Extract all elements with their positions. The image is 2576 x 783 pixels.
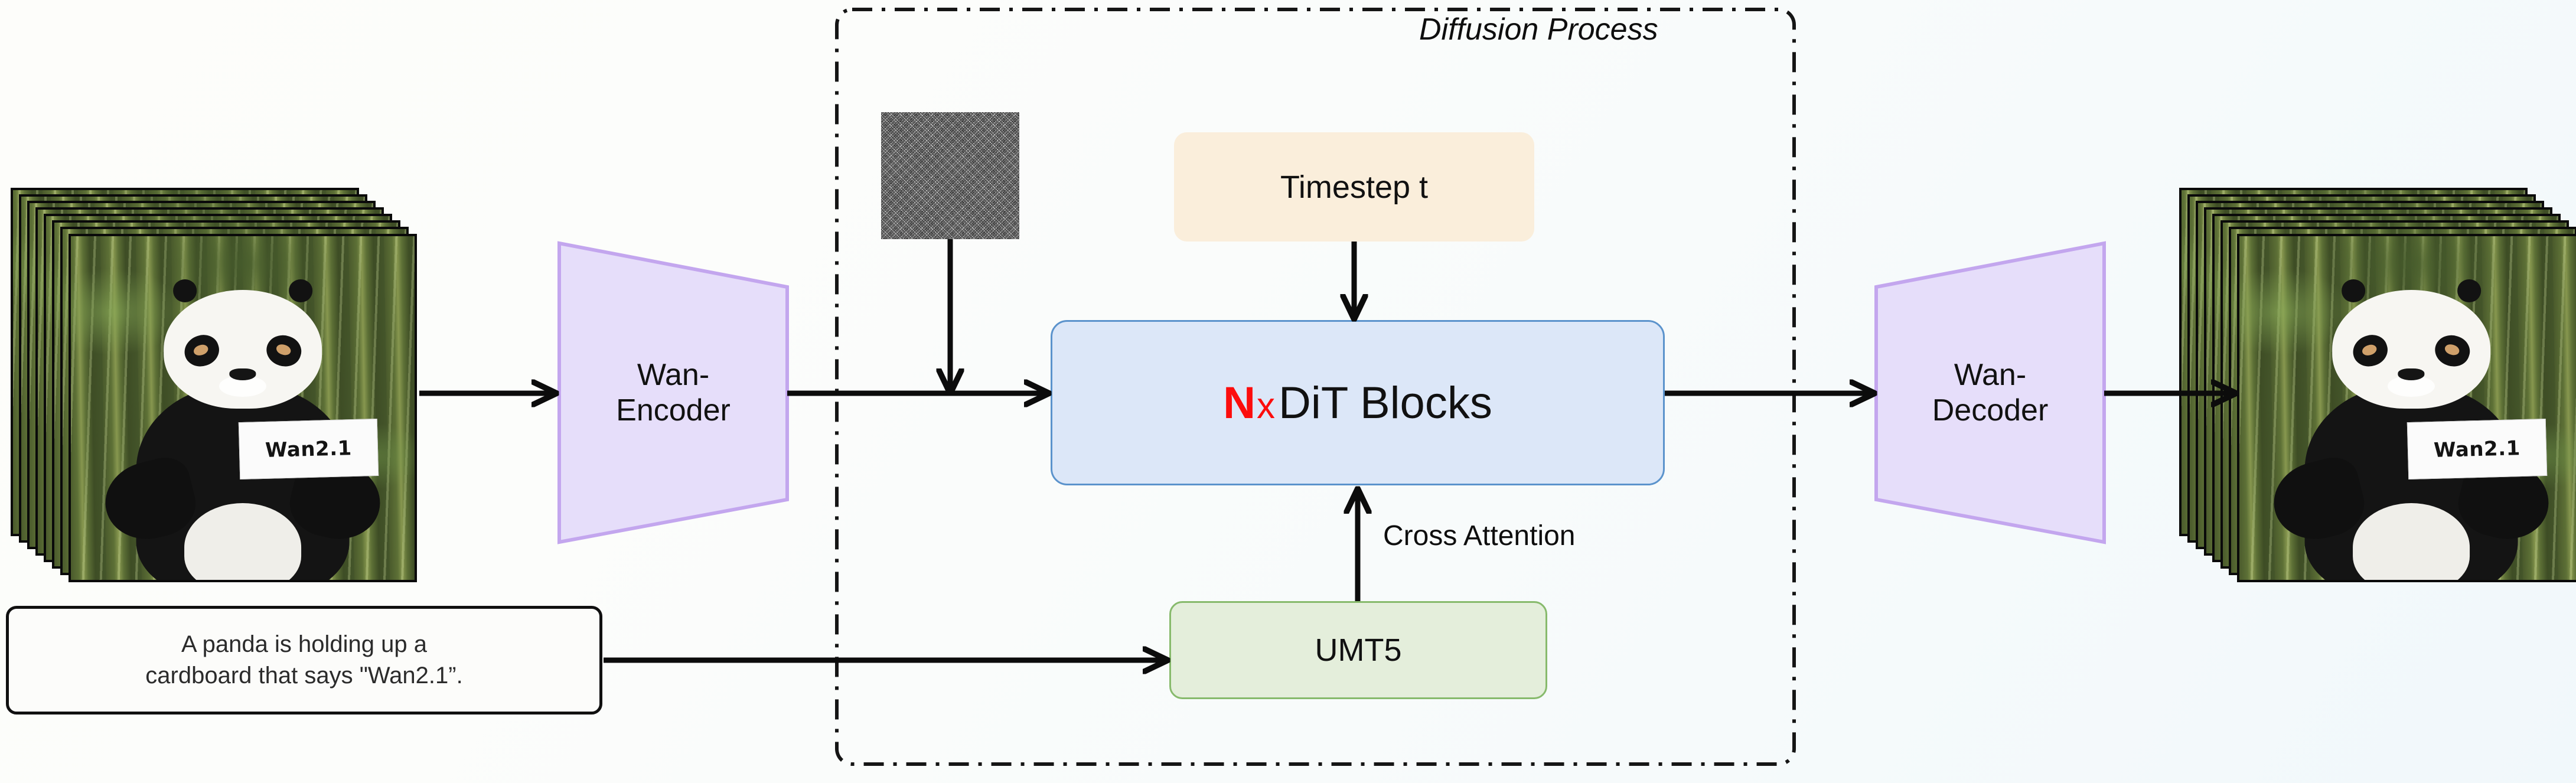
input-frame-front: Wan2.1 xyxy=(69,234,417,582)
cross-attention-label: Cross Attention xyxy=(1383,520,1576,552)
output-frame-front: Wan2.1 xyxy=(2237,234,2576,582)
gaussian-noise-patch xyxy=(881,112,1019,239)
text-prompt-box[interactable]: A panda is holding up a cardboard that s… xyxy=(6,606,602,715)
wan-encoder-label-line2: Encoder xyxy=(616,393,731,428)
umt5-block[interactable]: UMT5 xyxy=(1169,601,1547,699)
dit-multiplier: N xyxy=(1223,377,1256,428)
panda-illustration: Wan2.1 xyxy=(71,279,415,580)
umt5-label: UMT5 xyxy=(1315,632,1402,668)
timestep-block[interactable]: Timestep t xyxy=(1174,132,1534,242)
wan-encoder-block[interactable]: Wan- Encoder xyxy=(558,242,788,543)
input-video-frame-stack: Wan2.1 xyxy=(11,188,424,589)
dit-blocks-block[interactable]: NxDiT Blocks xyxy=(1051,320,1665,485)
wan-decoder-block[interactable]: Wan- Decoder xyxy=(1875,242,2105,543)
dit-blocks-label: DiT Blocks xyxy=(1279,377,1492,428)
diffusion-process-title: Diffusion Process xyxy=(1419,12,1658,47)
timestep-label: Timestep t xyxy=(1280,169,1429,205)
dit-times-symbol: x xyxy=(1257,385,1276,426)
wan-decoder-outline xyxy=(1874,241,2106,544)
output-video-frame-stack: Wan2.1 xyxy=(2179,188,2576,589)
wan-encoder-label-line1: Wan- xyxy=(637,357,710,392)
panda-illustration: Wan2.1 xyxy=(2239,279,2576,580)
prompt-line-1: A panda is holding up a xyxy=(181,631,427,658)
prompt-line-2: cardboard that says "Wan2.1”. xyxy=(145,663,463,689)
wan-decoder-label-line2: Decoder xyxy=(1932,393,2049,428)
wan-encoder-outline xyxy=(557,241,789,544)
wan-decoder-label-line1: Wan- xyxy=(1954,357,2027,392)
